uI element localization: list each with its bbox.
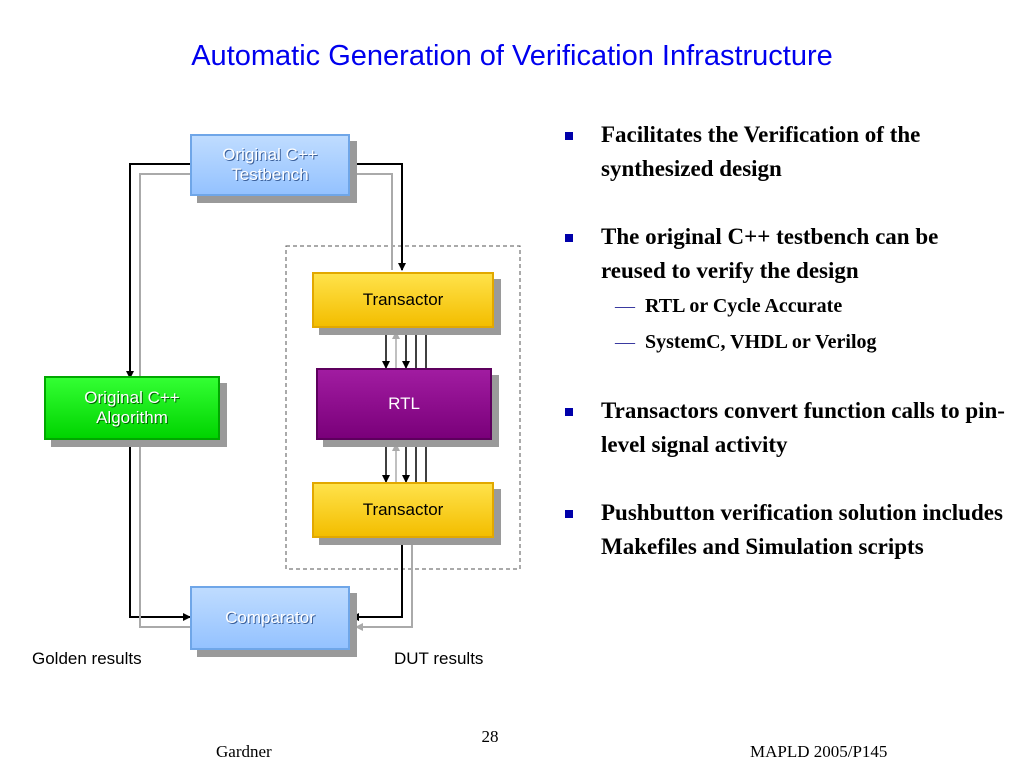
bullet-item: Facilitates the Verification of the synt…	[565, 118, 1005, 186]
rtl-label: RTL	[388, 394, 420, 413]
dut-results-label: DUT results	[394, 649, 484, 668]
arrow-testbench-to-algorithm	[126, 163, 190, 379]
sub-bullet-text: SystemC, VHDL or Verilog	[645, 331, 877, 353]
comparator-box: Comparator	[190, 586, 350, 650]
sub-bullet-list: — RTL or Cycle Accurate — SystemC, VHDL …	[601, 288, 1005, 360]
algorithm-box: Original C++ Algorithm	[44, 376, 220, 440]
footer-author: Gardner	[216, 742, 272, 761]
sub-bullet-item: — SystemC, VHDL or Verilog	[601, 324, 1005, 360]
bullet-marker-icon	[565, 132, 573, 140]
gray-line-right-bottom	[355, 540, 413, 631]
arrow-testbench-to-transactor	[350, 163, 406, 271]
footer-event: MAPLD 2005/P145	[750, 742, 888, 761]
bullet-item: Transactors convert function calls to pi…	[565, 394, 1005, 462]
transactor-top-box: Transactor	[312, 272, 494, 328]
slide-title: Automatic Generation of Verification Inf…	[191, 40, 833, 72]
bullet-marker-icon	[565, 510, 573, 518]
bullet-text: Facilitates the Verification of the synt…	[601, 122, 921, 181]
sub-bullet-item: — RTL or Cycle Accurate	[601, 288, 1005, 324]
bullet-item: Pushbutton verification solution include…	[565, 496, 1005, 564]
testbench-label: Original C++ Testbench	[222, 145, 318, 184]
bullet-list: Facilitates the Verification of the synt…	[565, 118, 1005, 598]
golden-results-label: Golden results	[32, 649, 142, 668]
transactor-bottom-box: Transactor	[312, 482, 494, 538]
dash-icon: —	[615, 295, 635, 317]
transactor-top-label: Transactor	[362, 290, 444, 309]
testbench-box: Original C++ Testbench	[190, 134, 350, 196]
bullet-text: The original C++ testbench can be reused…	[601, 224, 939, 283]
gray-line-right-top	[350, 173, 393, 270]
bullet-marker-icon	[565, 234, 573, 242]
gray-line-left-top	[139, 173, 190, 378]
bullet-item: The original C++ testbench can be reused…	[565, 220, 1005, 288]
bullet-marker-icon	[565, 408, 573, 416]
gray-line-left-bottom	[139, 440, 190, 628]
sub-bullet-text: RTL or Cycle Accurate	[645, 295, 843, 317]
transactor-bottom-label: Transactor	[362, 500, 444, 519]
page-number: 28	[481, 727, 499, 746]
bullet-text: Pushbutton verification solution include…	[601, 500, 1003, 559]
rtl-box: RTL	[316, 368, 492, 440]
algorithm-label: Original C++ Algorithm	[84, 388, 180, 427]
arrow-transactor-to-comparator	[351, 540, 403, 621]
dash-icon: —	[615, 331, 635, 353]
bullet-text: Transactors convert function calls to pi…	[601, 398, 1005, 457]
comparator-label: Comparator	[225, 608, 315, 627]
arrow-algorithm-to-comparator	[129, 440, 191, 621]
